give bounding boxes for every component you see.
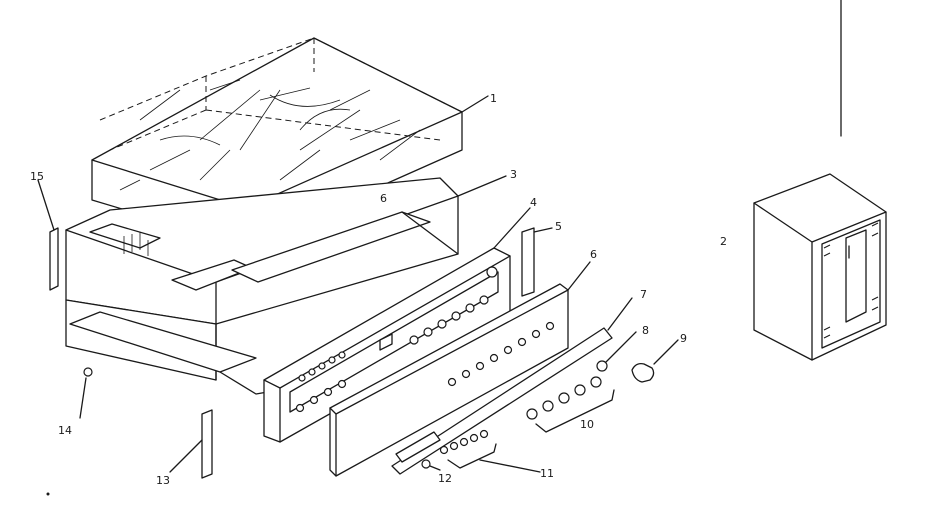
part-15-side-panel [37,179,59,291]
callout-11: 11 [540,467,554,480]
part-2-cabinet [753,0,887,361]
callout-12: 12 [438,472,452,485]
part-9-knob [631,339,679,383]
front-panel-buttons [295,295,489,413]
trim-plate-holes [447,321,555,387]
callout-1: 1 [490,92,497,105]
callout-9: 9 [680,332,687,345]
callout-8: 8 [642,324,649,337]
part-14-screw [79,367,93,419]
part-11-buttons [439,429,541,473]
part-4-front-panel [263,207,531,443]
part-8-knob [596,331,637,372]
callout-13: 13 [156,474,170,487]
part-6-trim-plate [329,261,591,477]
callout-4: 4 [530,196,537,209]
registration-dot [46,492,50,496]
part-5-bracket [521,227,553,297]
callout-10: 10 [580,418,594,431]
part-13-leg [169,409,213,479]
callout-labels: 1 2 3 4 5 6 7 8 9 10 11 12 13 14 15 6 [30,92,727,487]
callout-14: 14 [58,424,72,437]
callout-6-inner: 6 [380,192,387,205]
part-7-strip [391,297,633,475]
callout-2: 2 [720,235,727,248]
callout-3: 3 [510,168,517,181]
callout-5: 5 [555,220,562,233]
callout-7: 7 [640,288,647,301]
part-10-knob-set [526,376,615,433]
part-12-knob [421,459,441,471]
callout-15: 15 [30,170,44,183]
part-3-base [65,175,507,381]
callout-6: 6 [590,248,597,261]
